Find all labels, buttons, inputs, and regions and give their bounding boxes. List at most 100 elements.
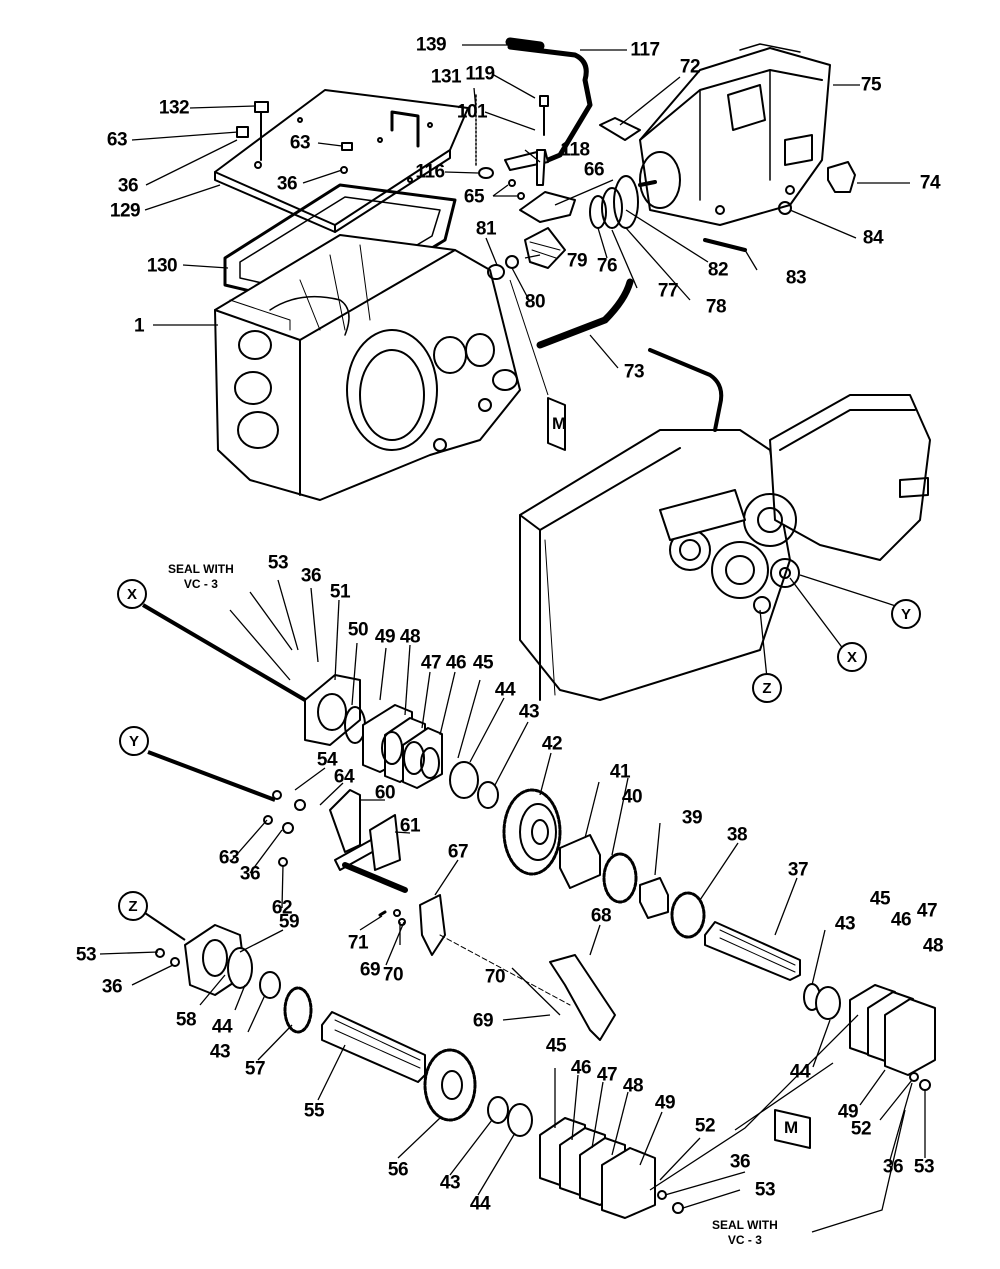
part-callout: 44 — [494, 679, 516, 701]
section-flag-shape — [547, 397, 566, 451]
part-callout: 69 — [472, 1010, 494, 1032]
part-callout: 45 — [545, 1035, 567, 1057]
shim-pack — [362, 704, 443, 789]
spacer — [639, 877, 669, 919]
part-callout: 49 — [654, 1092, 676, 1114]
part-callout: 59 — [278, 911, 300, 933]
gear — [670, 891, 706, 939]
part-callout: 131 — [430, 66, 462, 88]
hydraulic-pump — [638, 43, 831, 226]
part-callout: 40 — [621, 786, 643, 808]
part-callout: 44 — [469, 1193, 491, 1215]
view-marker-x: X — [837, 642, 867, 672]
part-callout: 71 — [347, 932, 369, 954]
section-flag-m: M — [552, 414, 567, 433]
part-callout: 77 — [657, 280, 679, 302]
part-callout: 36 — [300, 565, 322, 587]
part-callout: 118 — [560, 139, 590, 161]
part-callout: 139 — [415, 34, 447, 56]
part-callout: 48 — [922, 935, 944, 957]
oil-tube — [536, 278, 634, 349]
part-callout: 52 — [850, 1118, 872, 1140]
splined-shaft — [704, 921, 801, 981]
part-callout: 45 — [472, 652, 494, 674]
part-callout: 53 — [913, 1156, 935, 1178]
bearing-cone — [487, 1096, 509, 1124]
shim-pack — [803, 983, 936, 1076]
part-callout: 46 — [445, 652, 467, 674]
washer — [487, 264, 505, 280]
transmission-housing — [214, 234, 521, 501]
part-callout: 49 — [837, 1101, 859, 1123]
view-marker-x: X — [117, 579, 147, 609]
o-ring — [227, 947, 253, 989]
part-callout: 76 — [596, 255, 618, 277]
pinion-gear — [524, 227, 566, 269]
part-callout: 47 — [916, 900, 938, 922]
part-callout: 129 — [109, 200, 141, 222]
part-callout: 42 — [541, 733, 563, 755]
part-callout: 62 — [271, 897, 293, 919]
part-callout: 80 — [524, 291, 546, 313]
part-callout: 36 — [882, 1156, 904, 1178]
part-callout: 48 — [399, 626, 421, 648]
part-callout: 44 — [211, 1016, 233, 1038]
part-callout: 60 — [374, 782, 396, 804]
part-callout: 1 — [133, 315, 145, 337]
part-callout: 53 — [754, 1179, 776, 1201]
part-callout: 81 — [475, 218, 497, 240]
shim-pack — [539, 1117, 656, 1219]
shift-fork — [549, 954, 616, 1041]
seal-note-lower: SEAL WITH VC - 3 — [712, 1218, 778, 1248]
part-callout: 45 — [869, 888, 891, 910]
gear — [283, 986, 313, 1034]
part-callout: 117 — [630, 39, 660, 61]
part-callout: 39 — [681, 807, 703, 829]
part-callout: 70 — [382, 964, 404, 986]
part-callout: 79 — [566, 250, 588, 272]
part-callout: 46 — [570, 1057, 592, 1079]
nut — [778, 201, 792, 215]
bearing-cup — [507, 1103, 533, 1137]
part-callout: 46 — [890, 909, 912, 931]
part-callout: 66 — [583, 159, 605, 181]
part-callout: 132 — [158, 97, 190, 119]
part-callout: 58 — [175, 1009, 197, 1031]
gear — [602, 852, 638, 904]
part-callout: 43 — [834, 913, 856, 935]
part-callout: 36 — [101, 976, 123, 998]
view-marker-z: Z — [118, 891, 148, 921]
part-callout: 47 — [420, 652, 442, 674]
gear — [423, 1048, 477, 1122]
elbow-fitting — [827, 161, 856, 193]
top-hardware — [236, 94, 549, 200]
part-callout: 64 — [333, 766, 355, 788]
part-callout: 57 — [244, 1058, 266, 1080]
part-callout: 52 — [694, 1115, 716, 1137]
bearing-cone — [259, 971, 281, 999]
part-callout: 56 — [387, 1159, 409, 1181]
fork — [519, 191, 576, 223]
part-callout: 130 — [146, 255, 178, 277]
shift-lever — [504, 37, 593, 171]
part-callout: 63 — [289, 132, 311, 154]
view-marker-y: Y — [891, 599, 921, 629]
part-callout: 36 — [276, 173, 298, 195]
part-callout: 70 — [484, 966, 506, 988]
part-callout: 36 — [729, 1151, 751, 1173]
part-callout: 36 — [239, 863, 261, 885]
part-callout: 36 — [117, 175, 139, 197]
part-callout: 74 — [919, 172, 941, 194]
bearing-cup — [449, 761, 479, 799]
seal-note-line1: SEAL WITH — [712, 1218, 778, 1232]
seal-note-line1: SEAL WITH — [168, 562, 234, 576]
part-callout: 43 — [439, 1172, 461, 1194]
section-flag-shape — [774, 1109, 811, 1149]
view-marker-y: Y — [119, 726, 149, 756]
part-callout: 54 — [316, 749, 338, 771]
part-callout: 53 — [267, 552, 289, 574]
seal-note-upper: SEAL WITH VC - 3 — [168, 562, 234, 592]
shift-fork — [419, 894, 446, 956]
view-marker-z: Z — [752, 673, 782, 703]
